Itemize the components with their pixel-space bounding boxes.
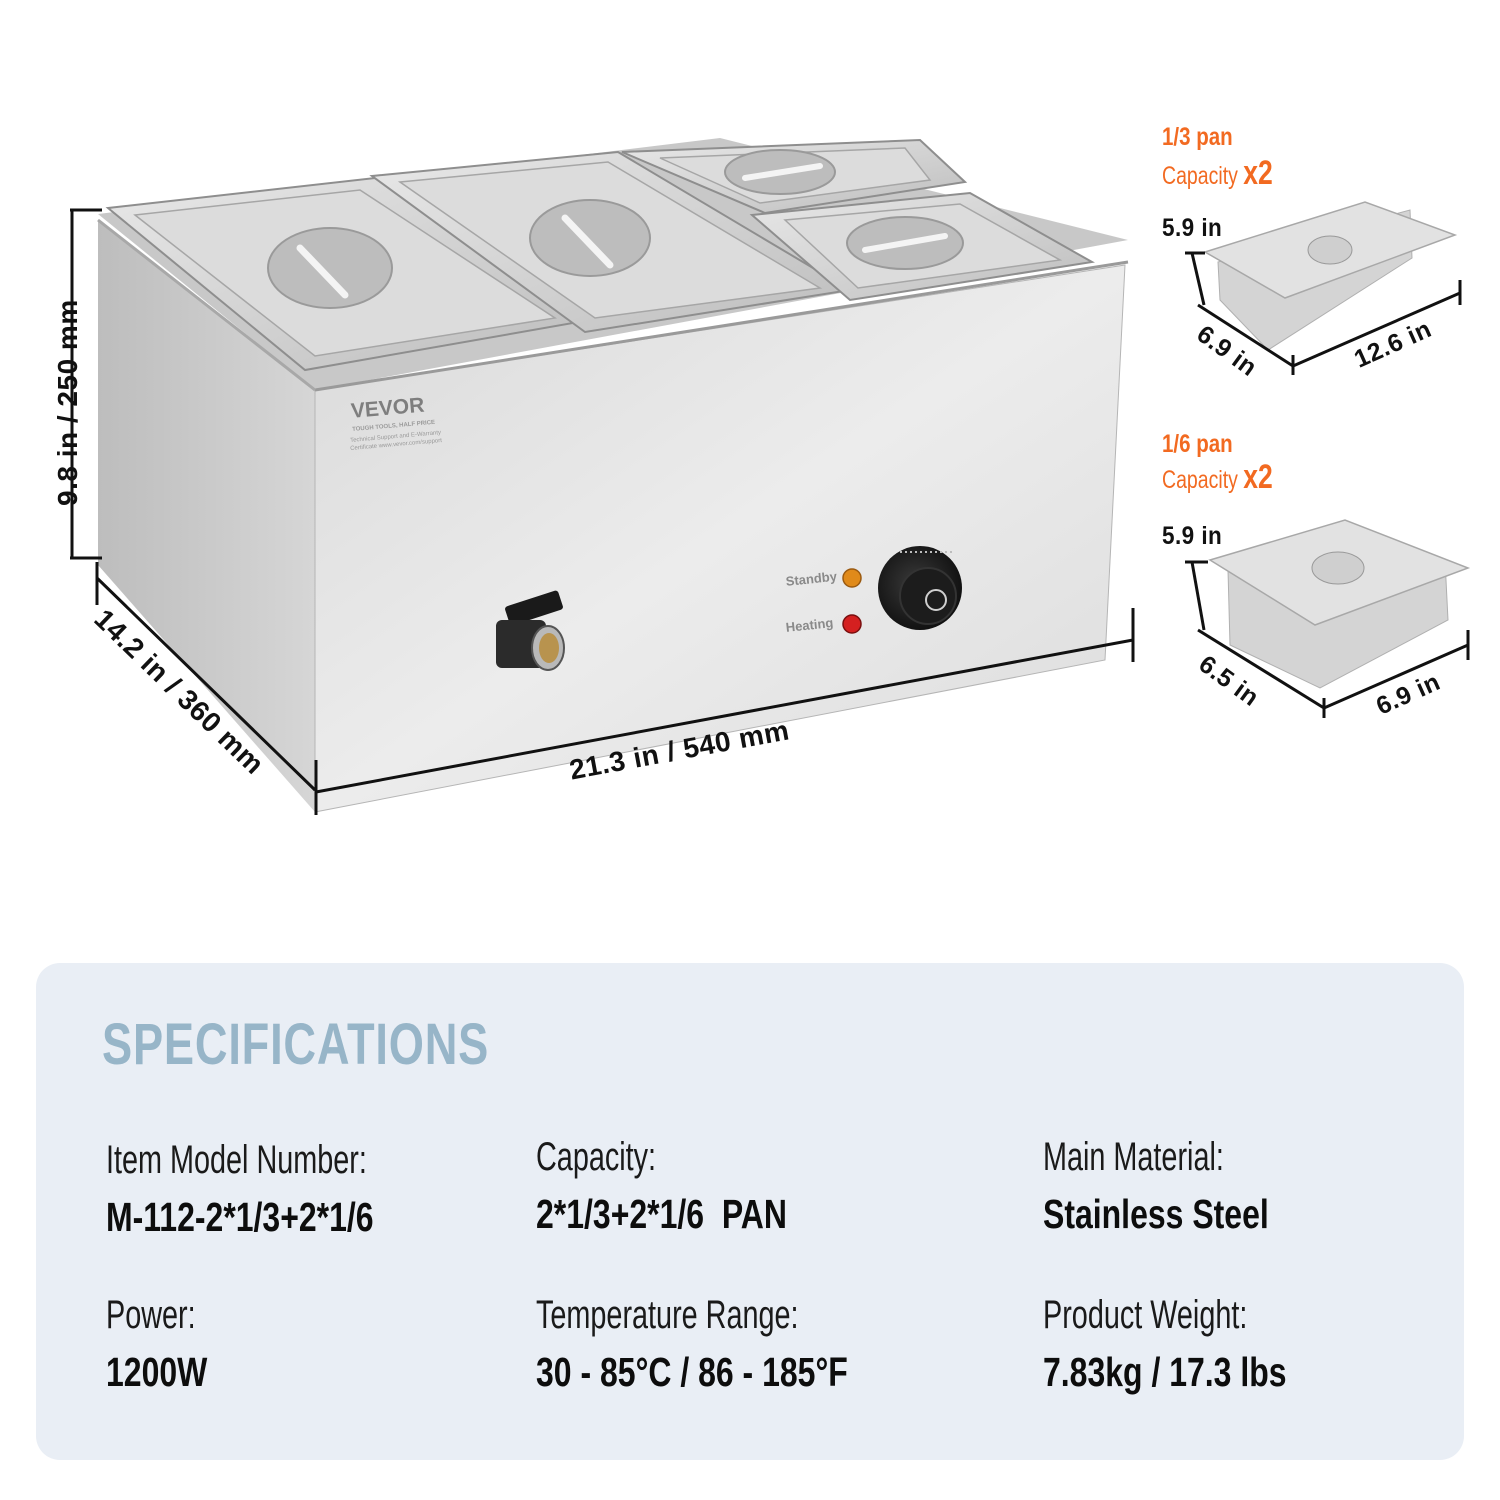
spec-value: 1200W <box>106 1349 208 1395</box>
spec-label: Power: <box>106 1293 196 1337</box>
spec-item-model-number: Item Model Number: M-112-2*1/3+2*1/6 <box>106 1138 468 1241</box>
standby-light-icon <box>842 568 862 588</box>
spec-item-temperature-range: Temperature Range: 30 - 85°C / 86 - 185°… <box>536 1293 936 1396</box>
spec-label: Product Weight: <box>1043 1293 1248 1337</box>
left-side-panel <box>98 220 315 812</box>
specifications-card: SPECIFICATIONS Item Model Number: M-112-… <box>36 963 1464 1460</box>
pan-1-3-capacity: Capacity x2 <box>1162 154 1273 193</box>
spec-item-product-weight: Product Weight: 7.83kg / 17.3 lbs <box>1043 1293 1355 1396</box>
spec-item-capacity: Capacity: 2*1/3+2*1/6 PAN <box>536 1135 858 1238</box>
spec-value: 30 - 85°C / 86 - 185°F <box>536 1349 848 1395</box>
pan-1-6-capacity-label: Capacity <box>1162 466 1238 494</box>
heating-light-icon <box>842 614 862 634</box>
pan-lid-1-6-front <box>749 191 1095 302</box>
pan-1-3-section: 1/3 pan Capacity x2 5.9 in 6.9 in 12.6 i… <box>1150 110 1480 390</box>
pan-lid-1-3-right <box>369 150 853 334</box>
pan-1-6-section: 1/6 pan Capacity x2 5.9 in 6.5 in 6.9 in <box>1150 420 1480 730</box>
food-warmer-drawing <box>70 138 1135 815</box>
spec-item-power: Power: 1200W <box>106 1293 236 1396</box>
spec-item-main-material: Main Material: Stainless Steel <box>1043 1135 1332 1238</box>
specifications-heading: SPECIFICATIONS <box>102 1012 490 1077</box>
spec-label: Item Model Number: <box>106 1138 367 1182</box>
pan-1-6-capacity: Capacity x2 <box>1162 458 1273 497</box>
pan-1-3-title: 1/3 pan <box>1162 123 1233 151</box>
pan-1-6-drawing <box>1185 519 1471 718</box>
pan-1-6-height-label: 5.9 in <box>1162 522 1223 550</box>
spec-label: Main Material: <box>1043 1135 1224 1179</box>
spec-label: Temperature Range: <box>536 1293 799 1337</box>
pan-1-6-title: 1/6 pan <box>1162 430 1233 458</box>
spec-value: Stainless Steel <box>1043 1191 1269 1237</box>
temperature-knob-icon <box>878 546 962 630</box>
front-panel <box>314 264 1126 813</box>
spec-value: 7.83kg / 17.3 lbs <box>1043 1349 1287 1395</box>
dimension-lines <box>70 208 1135 815</box>
product-illustration <box>0 0 1140 830</box>
pan-lid-1-6-back <box>621 138 968 215</box>
pan-1-3-capacity-count: x2 <box>1243 154 1273 192</box>
pan-1-3-drawing <box>1185 201 1462 375</box>
pan-1-3-height-label: 5.9 in <box>1162 214 1223 242</box>
spec-value: M-112-2*1/3+2*1/6 <box>106 1194 374 1240</box>
spec-label: Capacity: <box>536 1135 657 1179</box>
drain-valve-icon <box>496 590 565 671</box>
pan-1-3-capacity-label: Capacity <box>1162 162 1238 190</box>
pan-lid-1-3-left <box>105 176 593 372</box>
spec-value: 2*1/3+2*1/6 PAN <box>536 1191 787 1237</box>
pan-1-6-capacity-count: x2 <box>1243 458 1273 496</box>
height-dimension-label: 9.8 in / 250 mm <box>52 299 83 506</box>
